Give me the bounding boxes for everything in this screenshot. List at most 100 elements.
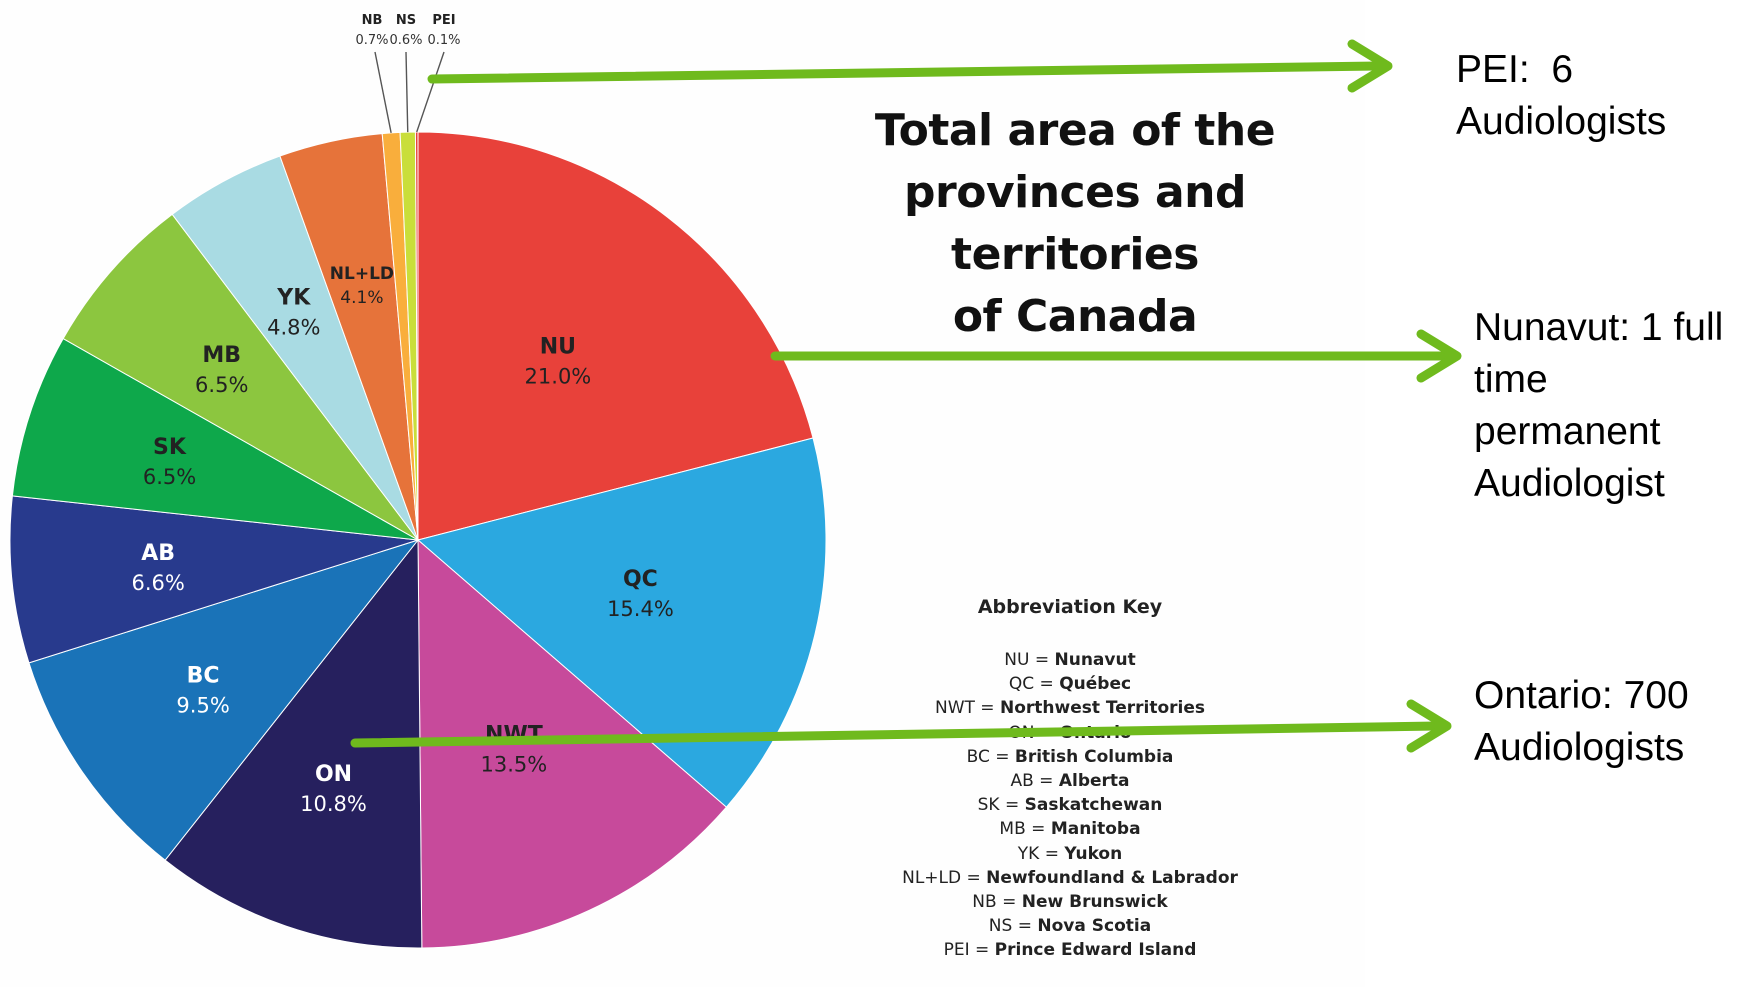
slice-label-code: NL+LD	[330, 264, 394, 284]
slice-label-code: BC	[187, 663, 220, 688]
key-abbr: NWT	[934, 698, 975, 719]
pie-slice-qc	[416, 437, 827, 808]
pie-slice-ab	[9, 495, 419, 664]
abbreviation-key-item: NU = Nunavut	[870, 648, 1270, 672]
annotation-nunavut-line-2: time	[1474, 358, 1548, 401]
key-name: Prince Edward Island	[994, 940, 1197, 961]
slice-label-code: ON	[315, 762, 352, 787]
annotation-ontario: Ontario: 700 Audiologists	[1474, 670, 1746, 774]
slice-label-percent: 13.5%	[481, 752, 548, 776]
slice-label-percent: 9.5%	[176, 693, 229, 717]
abbreviation-key-item: NB = New Brunswick	[870, 890, 1270, 914]
slice-label-percent: 6.5%	[195, 373, 248, 397]
abbreviation-key-item: SK = Saskatchewan	[870, 793, 1270, 817]
annotation-ontario-line-1: Ontario: 700	[1474, 674, 1689, 717]
leader-line-ns	[405, 51, 409, 133]
key-abbr: NB	[972, 892, 997, 913]
key-abbr: YK	[1017, 843, 1040, 864]
abbreviation-key-item: NWT = Northwest Territories	[870, 696, 1270, 720]
annotation-pei-line-2: Audiologists	[1456, 100, 1667, 143]
key-abbr: ON	[1008, 722, 1035, 743]
pie-slice-on	[164, 538, 423, 949]
pie-slices	[9, 131, 827, 949]
annotation-nunavut-line-1: Nunavut: 1 full	[1474, 306, 1724, 349]
key-abbr: QC	[1008, 674, 1035, 695]
annotation-nunavut: Nunavut: 1 full time permanent Audiologi…	[1474, 302, 1746, 510]
key-abbr: NU	[1004, 650, 1030, 670]
key-equals: =	[1012, 916, 1038, 937]
chart-title: Total area of the provinces and territor…	[790, 100, 1360, 348]
slice-label-percent: 6.5%	[143, 465, 196, 489]
pie-chart: NU 21.0% QC 15.4% NWT 13.5% ON 10.8% BC 9.5% AB 6.6…	[9, 13, 827, 949]
slice-label-percent: 4.8%	[267, 315, 320, 339]
key-equals: =	[974, 698, 1000, 719]
key-name: Nunavut	[1054, 650, 1136, 670]
key-abbr: NS	[988, 916, 1013, 937]
slice-label-code: NWT	[485, 722, 543, 747]
abbreviation-key-item: NL+LD = Newfoundland & Labrador	[870, 866, 1270, 890]
annotation-pei: PEI: 6 Audiologists	[1456, 44, 1736, 148]
annotation-nunavut-line-4: Audiologist	[1474, 462, 1665, 505]
pie-slice-sk	[11, 337, 419, 541]
annotation-nunavut-line-3: permanent	[1474, 410, 1661, 453]
key-abbr: MB	[999, 819, 1026, 840]
key-equals: =	[1039, 843, 1065, 864]
chart-title-line-1: Total area of the	[874, 105, 1276, 156]
annotation-pei-line-1: PEI: 6	[1456, 48, 1574, 91]
small-slice-label-code: NS	[396, 13, 416, 28]
small-slice-label-code: NB	[362, 13, 383, 28]
abbreviation-key-item: PEI = Prince Edward Island	[870, 938, 1270, 962]
slice-label-code: SK	[153, 435, 187, 460]
leader-line-nb	[374, 51, 392, 134]
abbreviation-key-item: BC = British Columbia	[870, 745, 1270, 769]
key-abbr: BC	[966, 746, 990, 767]
key-name: Yukon	[1064, 843, 1123, 864]
key-name: Alberta	[1058, 771, 1130, 792]
key-equals: =	[996, 892, 1022, 913]
key-equals: =	[999, 795, 1025, 816]
key-name: Manitoba	[1050, 819, 1141, 840]
slice-label-percent: 15.4%	[607, 597, 674, 621]
key-equals: =	[1034, 674, 1060, 695]
chart-panel: NU 21.0% QC 15.4% NWT 13.5% ON 10.8% BC 9.5% AB 6.6…	[9, 13, 1360, 963]
leader-line-pei	[416, 51, 445, 133]
small-slice-leaders	[374, 51, 445, 134]
slice-label-code: QC	[623, 567, 658, 592]
key-abbr: SK	[977, 795, 1000, 816]
slice-label-code: AB	[141, 541, 175, 566]
abbreviation-key-item: QC = Québec	[870, 672, 1270, 696]
slice-label-percent: 21.0%	[525, 364, 592, 388]
key-name: New Brunswick	[1021, 892, 1168, 913]
key-abbr: AB	[1010, 771, 1034, 792]
key-equals: =	[989, 746, 1015, 767]
key-equals: =	[1029, 650, 1055, 670]
key-equals: =	[1034, 722, 1060, 743]
slice-label-code: YK	[276, 285, 311, 310]
abbreviation-key-item: AB = Alberta	[870, 769, 1270, 793]
key-equals: =	[969, 940, 995, 961]
key-abbr: NL+LD	[902, 867, 962, 888]
small-slice-label-percent: 0.1%	[427, 33, 460, 48]
pie-slice-bc	[28, 539, 420, 861]
key-equals: =	[961, 867, 987, 888]
key-name: Northwest Territories	[999, 698, 1206, 719]
key-name: Québec	[1059, 674, 1132, 695]
slice-label-code: NU	[540, 334, 576, 359]
small-slice-label-code: PEI	[432, 13, 455, 28]
small-slice-label-percent: 0.6%	[389, 33, 422, 48]
key-abbr: PEI	[943, 940, 970, 961]
key-name: Saskatchewan	[1024, 795, 1163, 816]
key-equals: =	[1025, 819, 1051, 840]
chart-title-line-3: of Canada	[952, 291, 1198, 342]
key-name: Nova Scotia	[1037, 916, 1152, 937]
abbreviation-key-item: ON = Ontario	[870, 721, 1270, 745]
abbreviation-key-item: NS = Nova Scotia	[870, 914, 1270, 938]
slice-label-percent: 6.6%	[131, 571, 184, 595]
slice-label-percent: 10.8%	[300, 792, 367, 816]
key-name: British Columbia	[1014, 746, 1174, 767]
pie-slice-mb	[62, 213, 419, 541]
pie-slice-nu	[417, 131, 814, 541]
annotation-ontario-line-2: Audiologists	[1474, 726, 1685, 769]
key-equals: =	[1033, 771, 1059, 792]
